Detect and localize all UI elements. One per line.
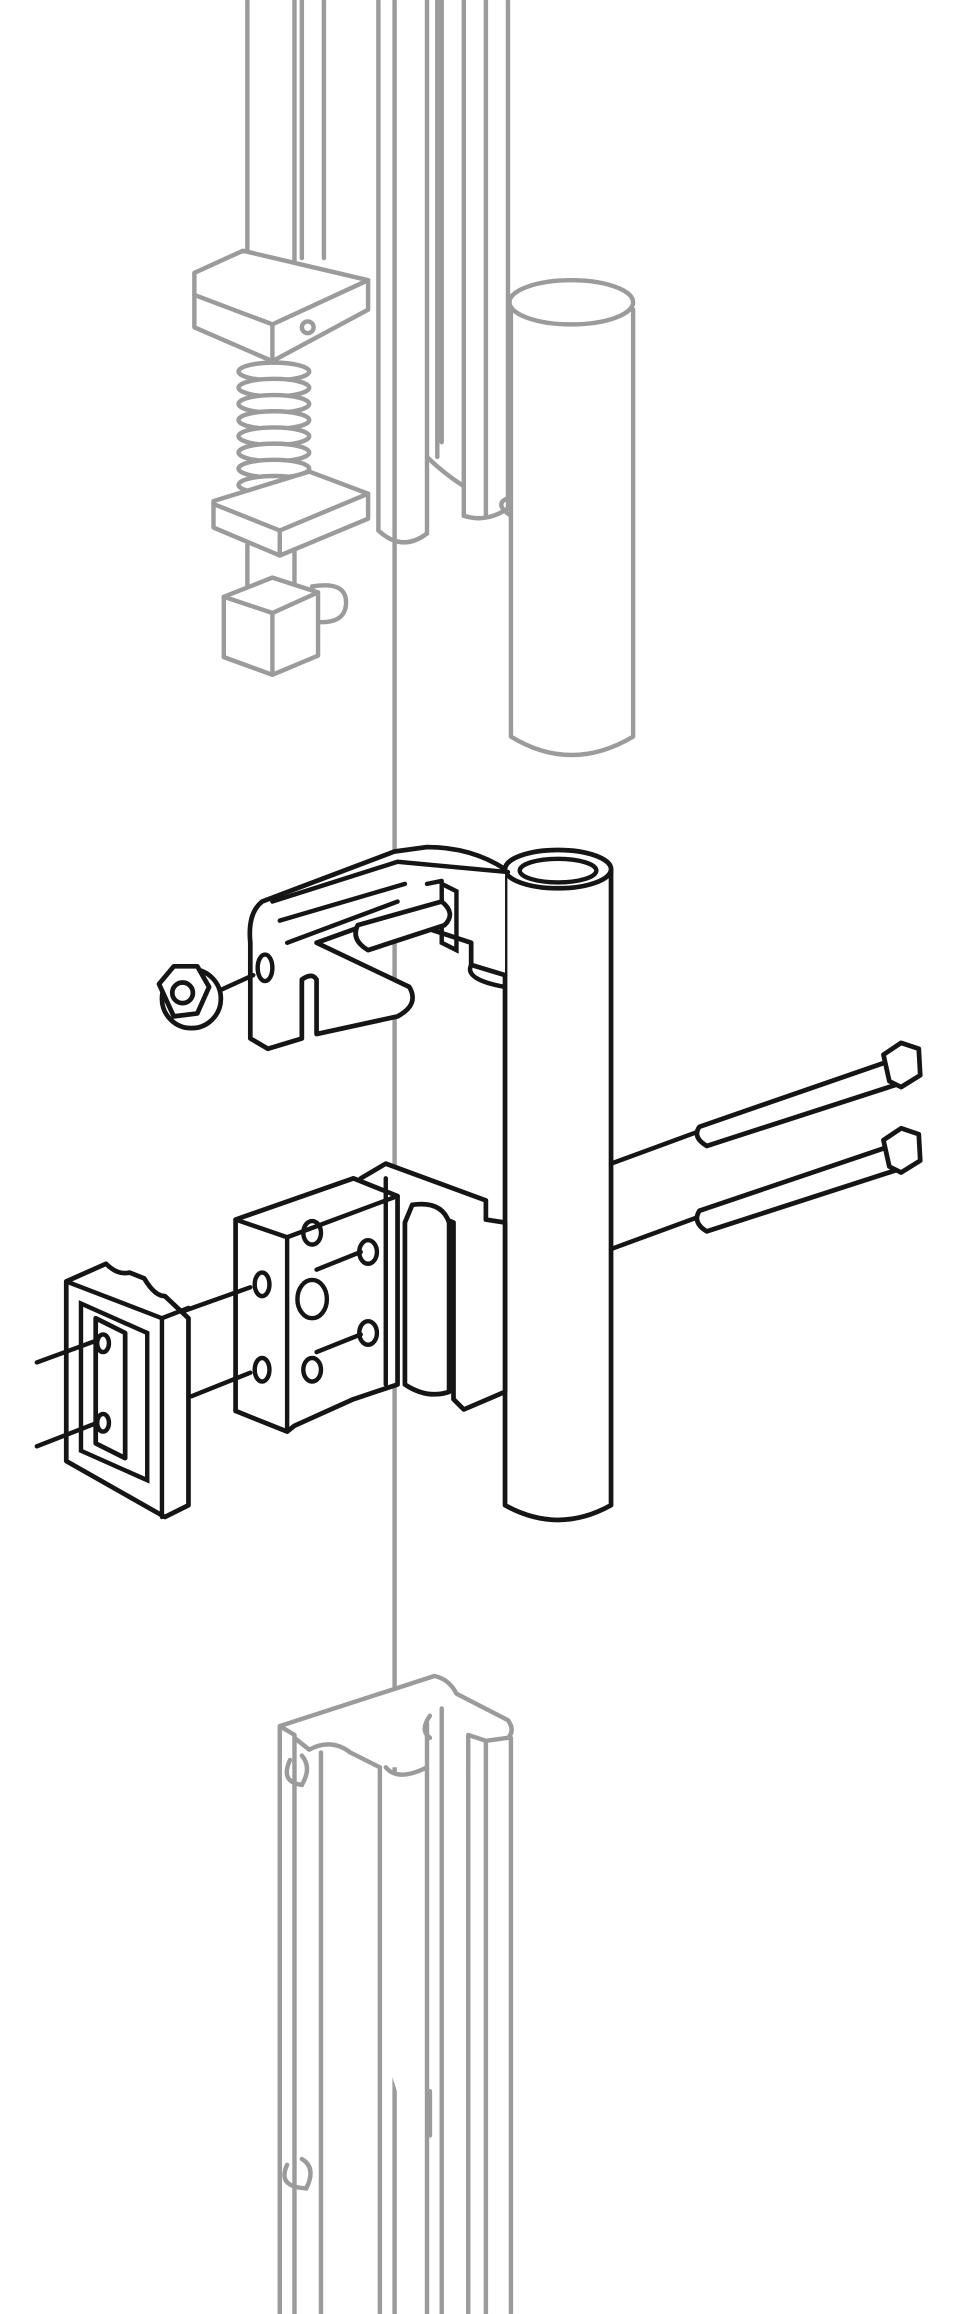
clamp-block bbox=[192, 248, 371, 364]
middle-bracket bbox=[181, 1161, 508, 1434]
knob bbox=[221, 575, 349, 677]
upper-rail bbox=[299, 0, 511, 545]
guide-rod bbox=[245, 0, 297, 289]
top-bracket bbox=[247, 844, 511, 1052]
upper-cylinder bbox=[499, 277, 636, 758]
clamp-plate bbox=[34, 1261, 191, 1520]
long-bolts bbox=[608, 1040, 923, 1252]
lower-block bbox=[211, 469, 371, 558]
lower-rail bbox=[277, 1673, 514, 2314]
vertical-pipe bbox=[502, 847, 614, 1523]
flange-nut bbox=[156, 963, 256, 1031]
